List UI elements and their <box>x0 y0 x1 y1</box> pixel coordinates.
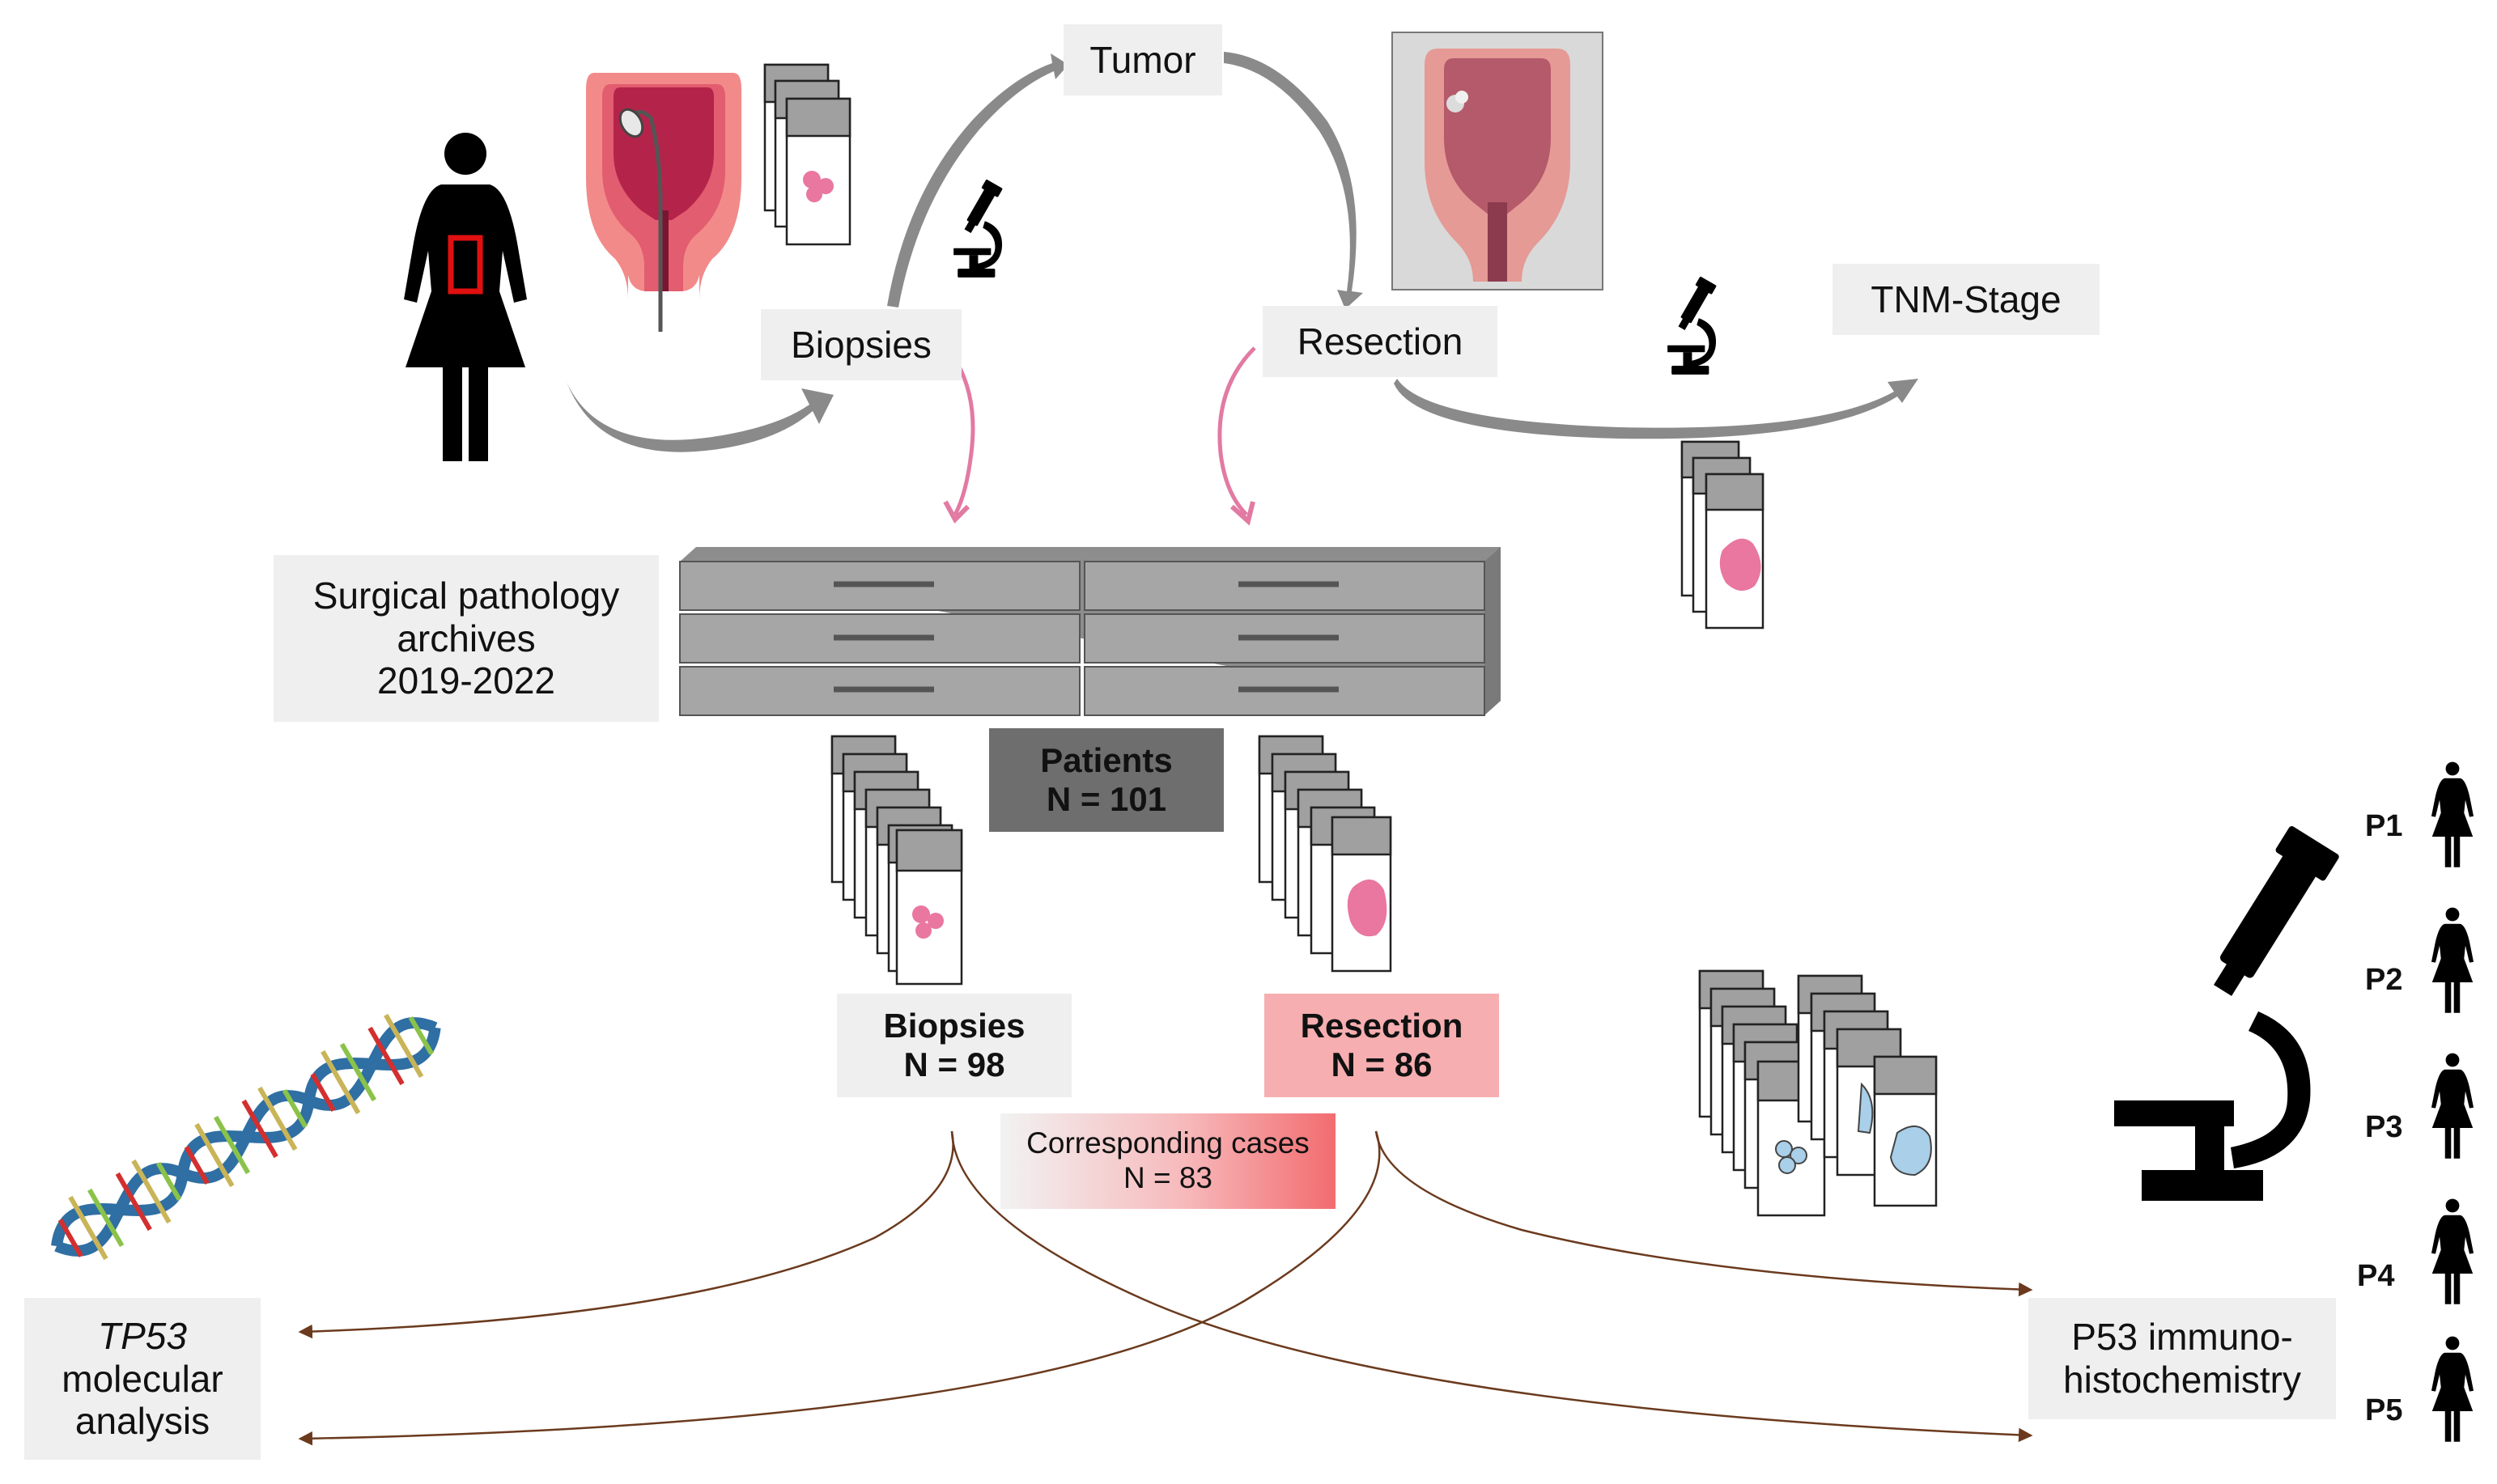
tnm-stage-label-box: TNM-Stage <box>1832 264 2100 335</box>
tp53-line2: molecular <box>62 1357 223 1400</box>
tnm-stage-label: TNM-Stage <box>1871 278 2062 320</box>
patient-figures <box>2431 761 2474 1442</box>
arrow-resection-to-archive <box>1217 346 1256 526</box>
arrow-biopsies-to-tp53 <box>298 1130 954 1339</box>
arrow-resection-to-tp53 <box>298 1130 1381 1446</box>
patients-title: Patients <box>1040 740 1173 779</box>
ihc-box: P53 immuno- histochemistry <box>2028 1298 2336 1419</box>
woman-icon <box>404 133 527 461</box>
uterus-tumor-icon <box>1391 32 1603 290</box>
uterus-icon <box>586 73 741 332</box>
ihc-slide-stack-right <box>1797 974 1938 1207</box>
corresponding-title: Corresponding cases <box>1026 1126 1310 1160</box>
patients-count: N = 101 <box>1046 780 1167 818</box>
arrow-resection-to-ihc <box>1374 1130 2033 1297</box>
resection-top-label-box: Resection <box>1263 306 1497 377</box>
archives-label-line1: Surgical pathology <box>312 574 620 617</box>
tumor-label: Tumor <box>1089 38 1196 81</box>
microscope-icon <box>953 179 1003 278</box>
resection-slide-stack-right <box>1680 440 1764 630</box>
tumor-label-box: Tumor <box>1064 24 1222 95</box>
resection-slide-stack <box>1258 735 1392 973</box>
biopsy-slide-stack <box>830 735 963 986</box>
resection-top-label: Resection <box>1297 320 1463 363</box>
archives-label-box: Surgical pathology archives 2019-2022 <box>274 555 659 722</box>
ihc-line1: P53 immuno- <box>2071 1316 2293 1359</box>
arrow-biopsies-to-ihc <box>950 1130 2033 1443</box>
ihc-line2: histochemistry <box>2063 1359 2301 1401</box>
arrows-to-analyses <box>298 1130 2033 1446</box>
corresponding-cases-label: Corresponding cases N = 83 <box>1000 1113 1336 1209</box>
arrow-resection-to-tnm <box>1394 379 1918 439</box>
biopsy-slide-stack-top <box>763 63 851 246</box>
corresponding-cases-box <box>1000 1113 1336 1209</box>
patient-label-2: P2 <box>2365 963 2403 997</box>
biopsies-top-label: Biopsies <box>791 323 932 366</box>
archives-label-line3: 2019-2022 <box>377 659 555 702</box>
biopsies-count-box: Biopsies N = 98 <box>837 994 1072 1097</box>
biopsies-title: Biopsies <box>883 1006 1026 1045</box>
tp53-analysis-box: TP53 molecular analysis <box>24 1298 261 1460</box>
resection-title: Resection <box>1300 1006 1463 1045</box>
corresponding-count: N = 83 <box>1123 1161 1213 1194</box>
arrow-tumor-to-resection <box>1224 52 1363 309</box>
patient-label-3: P3 <box>2365 1110 2403 1144</box>
patients-box: Patients N = 101 <box>989 728 1224 832</box>
resection-count: N = 86 <box>1331 1045 1433 1083</box>
patient-label-1: P1 <box>2365 809 2403 843</box>
biopsies-count: N = 98 <box>903 1045 1005 1083</box>
large-microscope-icon <box>2114 826 2339 1201</box>
resection-count-box: Resection N = 86 <box>1264 994 1499 1097</box>
tp53-gene: TP53 <box>98 1314 187 1357</box>
dna-helix-icon <box>51 1013 441 1261</box>
patient-label-5: P5 <box>2365 1393 2403 1427</box>
tp53-line3: analysis <box>74 1400 210 1443</box>
arrow-woman-to-biopsies <box>567 382 834 452</box>
biopsies-top-label-box: Biopsies <box>761 309 962 380</box>
archive-cabinet-icon <box>679 547 1501 716</box>
patient-label-4: P4 <box>2357 1259 2395 1293</box>
archives-label-line2: archives <box>397 617 536 659</box>
microscope-icon <box>1667 276 1717 375</box>
